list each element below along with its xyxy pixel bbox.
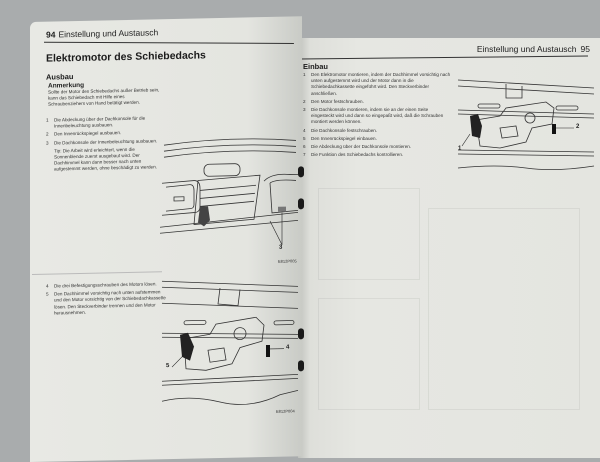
- running-head-text: Einstellung und Austausch: [58, 27, 158, 39]
- motor-drawing: [456, 68, 596, 180]
- figure-motor-install: 1 2: [456, 68, 596, 180]
- show-through: [428, 208, 580, 410]
- callout-1: 1: [458, 146, 461, 152]
- note-box: Anmerkung Sollte der Motor des Schiebeda…: [48, 80, 160, 108]
- tip-text: Tip: Die Arbeit wird erleichtert, wenn d…: [46, 146, 164, 173]
- callout-4: 4: [286, 345, 289, 351]
- section-heading: Ausbau: [46, 72, 74, 82]
- callout-3: 3: [279, 245, 282, 251]
- page-title: Elektromotor des Schiebedachs: [46, 49, 206, 64]
- gutter-clip: [298, 328, 304, 339]
- figure-id: E812P005: [278, 258, 297, 263]
- figure-dome-console: 3 E812P005: [160, 134, 300, 267]
- running-head-text: Einstellung und Austausch: [477, 44, 577, 54]
- gutter-clip: [298, 360, 304, 371]
- section-heading: Einbau: [303, 62, 328, 71]
- gutter-clip: [298, 166, 304, 177]
- motor-drawing: [160, 274, 300, 417]
- callout-5: 5: [166, 363, 169, 369]
- callout-2: 2: [576, 124, 579, 130]
- divider: [32, 271, 162, 275]
- page-number: 94: [46, 29, 55, 39]
- show-through: [318, 188, 420, 280]
- running-head-right: Einstellung und Austausch 95: [477, 44, 590, 54]
- note-text: Sollte der Motor des Schiebedachs außer …: [48, 87, 160, 108]
- gutter-clip: [298, 198, 304, 209]
- figure-id: E812P004: [276, 408, 295, 413]
- show-through: [318, 298, 420, 410]
- figure-motor-removal: 5 4 E812P004: [160, 274, 300, 417]
- header-rule: [300, 55, 588, 59]
- header-rule: [44, 42, 294, 44]
- page-number: 95: [581, 44, 590, 54]
